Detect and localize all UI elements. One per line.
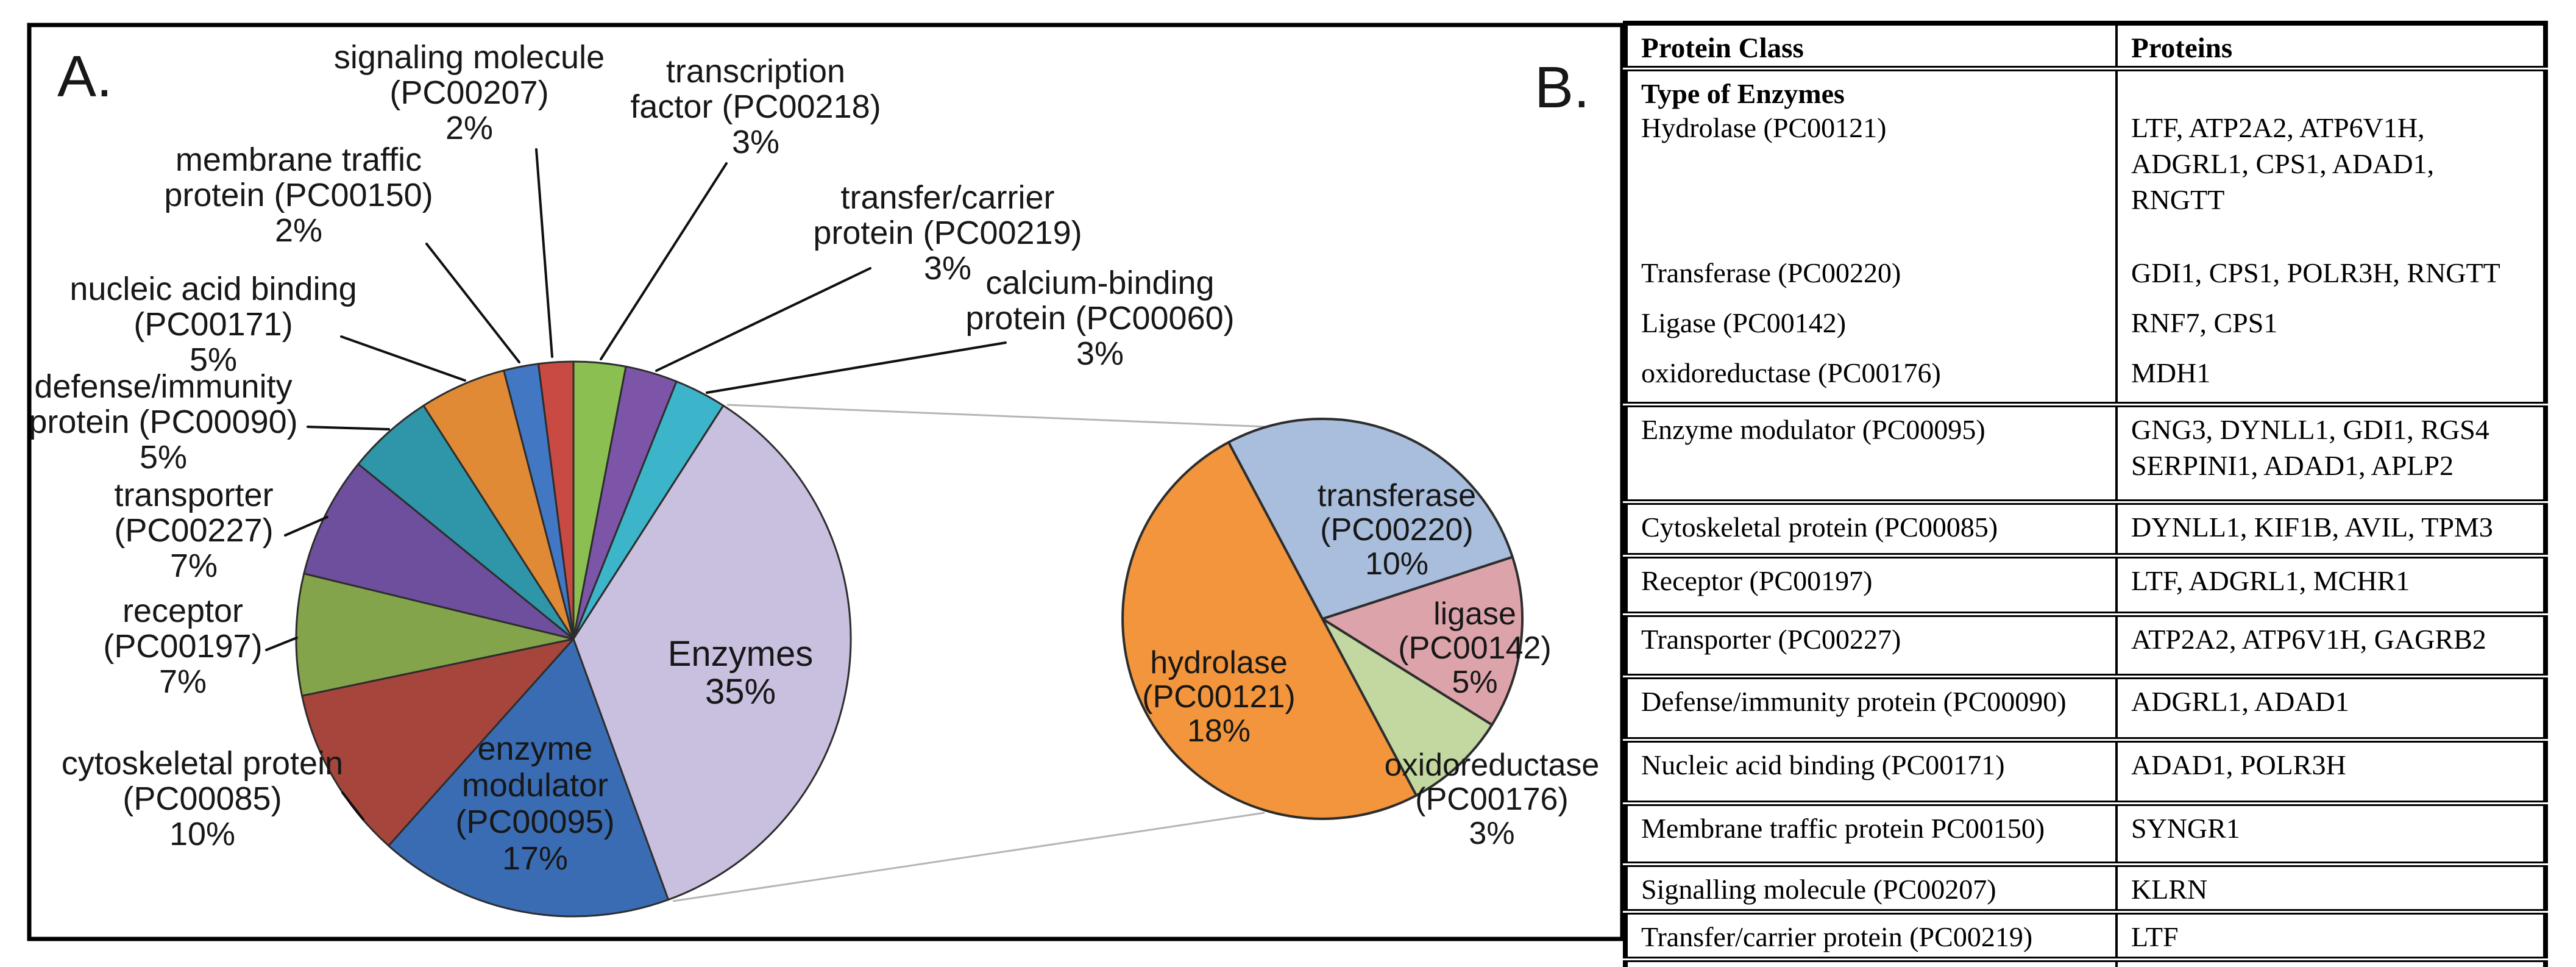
cell-class-transporter: Transporter (PC00227)	[1624, 612, 2117, 677]
cell-proteins-receptor: LTF, ADGRL1, MCHR1	[2115, 553, 2546, 615]
table-row-membrane-traffic-protein: Membrane traffic protein PC00150)SYNGR1	[1624, 801, 2546, 865]
cell-proteins-hydrolase: LTF, ATP2A2, ATP6V1H, ADGRL1, CPS1, ADAD…	[2131, 112, 2435, 215]
leader-lines	[265, 148, 1007, 821]
label-nucleic-acid-binding: nucleic acid binding(PC00171)5%	[69, 271, 357, 378]
leader-line-2	[425, 243, 520, 363]
label-transferase: transferase(PC00220)10%	[1318, 478, 1476, 582]
cell-class-hydrolase: Hydrolase (PC00121)	[1641, 112, 1887, 143]
table-row-receptor: Receptor (PC00197)LTF, ADGRL1, MCHR1	[1624, 553, 2546, 615]
panel-a-label: A.	[57, 44, 113, 109]
leader-line-4	[307, 426, 390, 430]
cell-proteins-signalling-molecule: KLRN	[2115, 862, 2546, 912]
cell-proteins-defense-immunity-protein: ADGRL1, ADAD1	[2115, 674, 2546, 740]
pie-slice-receptor	[295, 573, 575, 697]
cell-class-receptor: Receptor (PC00197)	[1624, 553, 2117, 615]
pie-slice-hydrolase	[1121, 441, 1418, 820]
cell-proteins-transporter: ATP2A2, ATP6V1H, GAGRB2	[2115, 612, 2546, 677]
pie-slice-transferase	[1227, 418, 1514, 620]
leader-line-9	[706, 341, 1007, 394]
label-hydrolase: hydrolase(PC00121)18%	[1142, 645, 1295, 749]
col-header-proteins: Proteins	[2115, 23, 2546, 69]
table-row-transfer-carrier-protein: Transfer/carrier protein (PC00219)LTF	[1624, 908, 2546, 960]
label-oxidoreductase: oxidoreductase(PC00176)3%	[1385, 748, 1600, 851]
enzyme-breakout-connectors	[672, 404, 1268, 902]
pie-slice-signaling-molecule	[537, 360, 575, 640]
cell-class-transferase: Transferase (PC00220)	[1641, 257, 1901, 288]
table-row-nucleic-acid-binding: Nucleic acid binding (PC00171)ADAD1, POL…	[1624, 737, 2546, 804]
cell-proteins-cytoskeletal-protein: DYNLL1, KIF1B, AVIL, TPM3	[2115, 499, 2546, 556]
label-receptor: receptor(PC00197)7%	[103, 593, 262, 700]
table-row-defense-immunity-protein: Defense/immunity protein (PC00090)ADGRL1…	[1624, 674, 2546, 740]
pie-slice-defense-immunity	[357, 404, 575, 640]
pie-labels: signaling molecule(PC00207)2%transcripti…	[29, 39, 1599, 877]
cell-proteins-membrane-traffic-protein: SYNGR1	[2115, 801, 2546, 865]
cell-class-transfer-carrier-protein: Transfer/carrier protein (PC00219)	[1624, 908, 2117, 960]
table-row-cytoskeletal-protein: Cytoskeletal protein (PC00085)DYNLL1, KI…	[1624, 499, 2546, 556]
cell-class-signalling-molecule: Signalling molecule (PC00207)	[1624, 862, 2117, 912]
leader-line-6	[265, 637, 298, 651]
cell-proteins-transferase: GDI1, CPS1, POLR3H, RNGTT	[2131, 257, 2500, 288]
pie-charts	[295, 360, 1524, 918]
table-row-enzyme-modulator: Enzyme modulator (PC00095)GNG3, DYNLL1, …	[1624, 402, 2546, 502]
leader-line-0	[535, 148, 553, 358]
group-header-type-of-enzymes: Type of Enzymes	[1641, 78, 1845, 109]
pie-slice-nucleic-acid-binding	[422, 369, 575, 640]
leader-line-8	[655, 267, 871, 372]
leader-line-1	[600, 162, 728, 360]
cell-proteins-transfer-carrier-protein: LTF	[2115, 908, 2546, 960]
cell-class-defense-immunity-protein: Defense/immunity protein (PC00090)	[1624, 674, 2117, 740]
group-spacer	[2131, 76, 2538, 110]
table-row-signalling-molecule: Signalling molecule (PC00207)KLRN	[1624, 862, 2546, 912]
cell-class-enzyme-modulator: Enzyme modulator (PC00095)	[1624, 402, 2117, 502]
cell-proteins-ligase: RNF7, CPS1	[2131, 307, 2278, 338]
pie-slice-oxidoreductase	[1321, 618, 1494, 797]
col-header-protein-class: Protein Class	[1624, 23, 2117, 69]
label-signaling-molecule: signaling molecule(PC00207)2%	[334, 39, 605, 146]
pie-slice-ligase	[1321, 555, 1524, 726]
cell-proteins-type-of-enzymes-group: LTF, ATP2A2, ATP6V1H, ADGRL1, CPS1, ADAD…	[2115, 66, 2546, 405]
cell-class-oxidoreductase: oxidoreductase (PC00176)	[1641, 357, 1941, 388]
leader-line-3	[340, 335, 466, 382]
cell-class-calcium-binding-protein: Calcium-binding protein (PC00060)	[1624, 956, 2117, 967]
label-cytoskeletal-protein: cytoskeletal protein(PC00085)10%	[62, 745, 343, 852]
cell-proteins-nucleic-acid-binding: ADAD1, POLR3H	[2115, 737, 2546, 804]
label-transporter: transporter(PC00227)7%	[114, 477, 273, 584]
leader-line-5	[284, 516, 328, 537]
connector-line-top	[726, 404, 1268, 428]
pie-slice-enzyme-modulator	[388, 638, 670, 918]
cell-proteins-calcium-binding-protein: CAB39	[2115, 956, 2546, 967]
table-row-calcium-binding-protein: Calcium-binding protein (PC00060)CAB39	[1624, 956, 2546, 967]
enzymes-breakdown-pie	[1121, 418, 1524, 820]
label-ligase: ligase(PC00142)5%	[1398, 596, 1551, 700]
protein-class-pie	[295, 360, 852, 918]
pie-slice-enzymes	[572, 404, 852, 901]
connector-line-bottom	[672, 812, 1265, 902]
cell-proteins-enzyme-modulator: GNG3, DYNLL1, GDI1, RGS4 SERPINI1, ADAD1…	[2115, 402, 2546, 502]
cell-class-nucleic-acid-binding: Nucleic acid binding (PC00171)	[1624, 737, 2117, 804]
pie-slice-cytoskeletal-protein	[301, 638, 575, 847]
table-row-transporter: Transporter (PC00227)ATP2A2, ATP6V1H, GA…	[1624, 612, 2546, 677]
cell-class-membrane-traffic-protein: Membrane traffic protein PC00150)	[1624, 801, 2117, 865]
cell-class-cytoskeletal-protein: Cytoskeletal protein (PC00085)	[1624, 499, 2117, 556]
leader-line-7	[341, 791, 364, 821]
pie-slice-transporter	[303, 463, 575, 640]
cell-proteins-oxidoreductase: MDH1	[2131, 357, 2211, 388]
panel-b-label: B.	[1535, 55, 1590, 120]
cell-class-ligase: Ligase (PC00142)	[1641, 307, 1847, 338]
